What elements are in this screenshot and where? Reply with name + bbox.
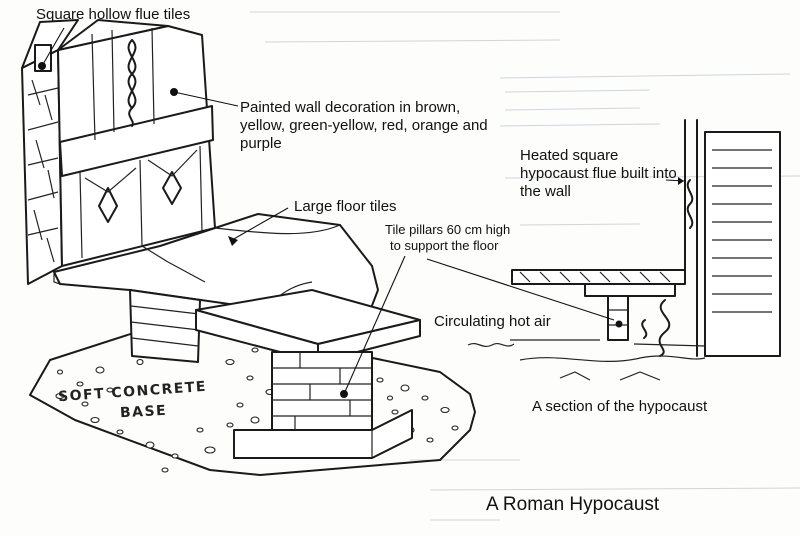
flue-tiles-label: Square hollow flue tiles [36,6,191,23]
painted-wall [57,19,216,267]
floor-tiles-label: Large floor tiles [294,198,397,215]
left-pillar [129,289,201,363]
wall-decoration-label: Painted wall decoration in brown, yellow… [240,99,488,152]
concrete-base [29,317,476,476]
diagram-title: A Roman Hypocaust [486,494,660,515]
hypocaust-section [467,119,781,381]
concrete-label-line2: BASE [119,402,168,422]
leader-lines [41,27,686,395]
background-show-through [250,11,800,521]
heated-flue-label: Heated square hypocaust flue built into … [520,147,677,200]
pillars-label-line2: to support the floor [390,238,499,253]
pillars-label-line1: Tile pillars 60 cm high [385,222,511,237]
section-caption: A section of the hypocaust [532,398,708,415]
hot-air-label: Circulating hot air [434,313,551,330]
right-pillar [195,289,421,459]
